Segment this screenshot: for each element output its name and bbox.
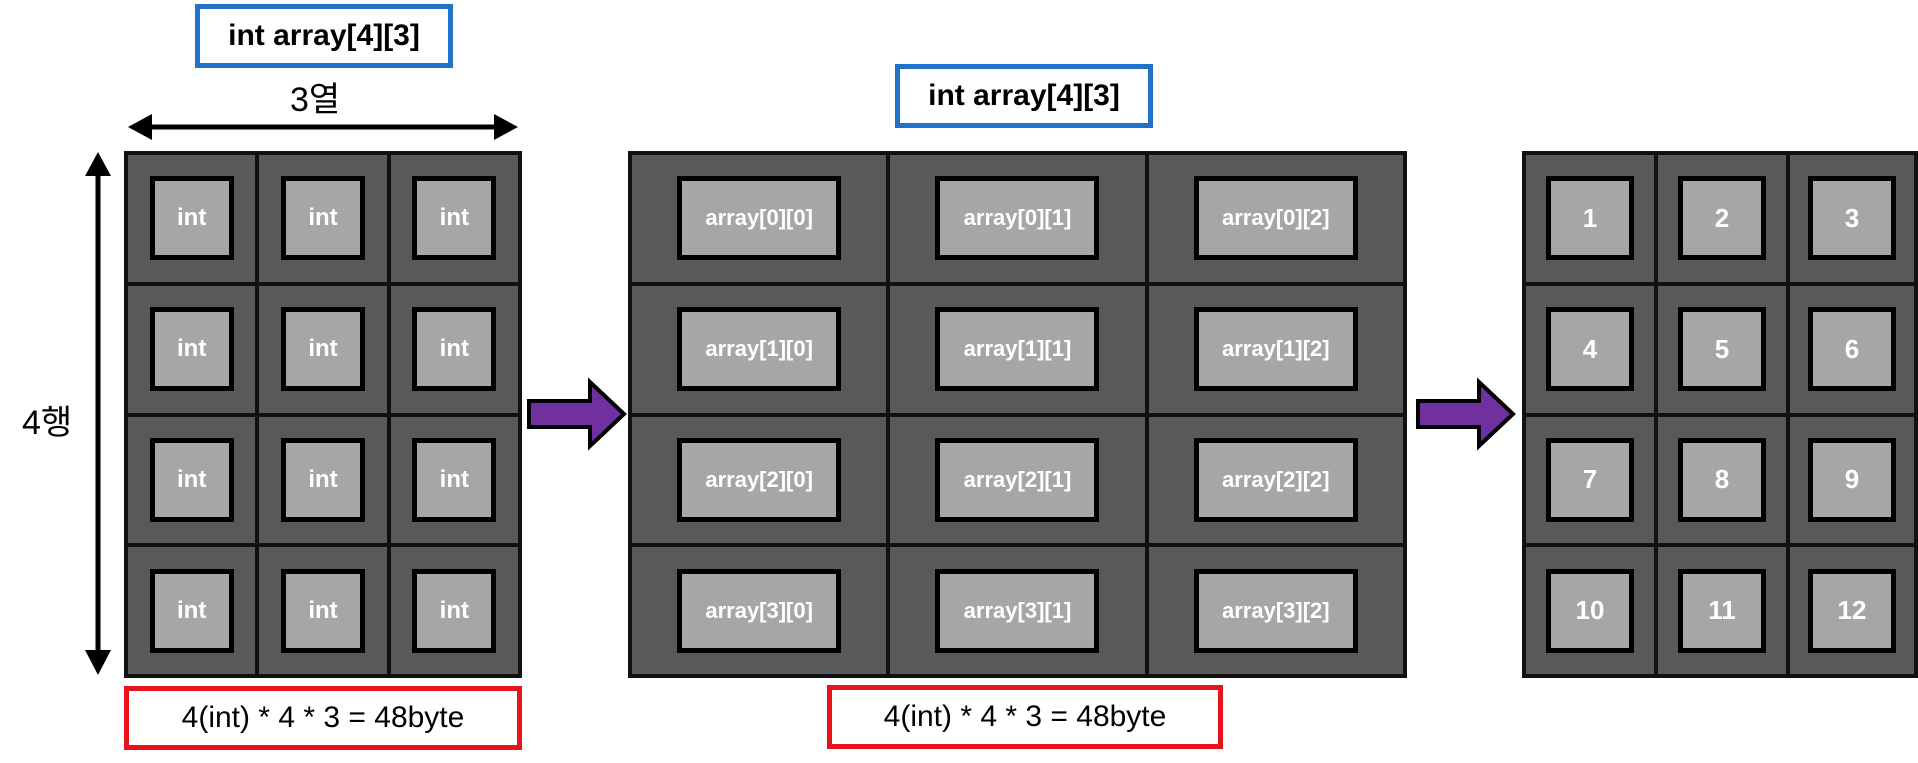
- grid-cell: 10: [1526, 547, 1654, 674]
- grid-cell: 1: [1526, 155, 1654, 282]
- cols-arrow: [128, 114, 518, 140]
- grid-cell: array[1][1]: [890, 285, 1145, 413]
- grid-cell: int: [390, 155, 518, 282]
- arrow-right-icon: [527, 377, 627, 451]
- grid-cell: int: [128, 547, 256, 674]
- cell-value: 8: [1678, 437, 1766, 522]
- cell-value: int: [149, 307, 234, 392]
- cell-value: 1: [1546, 176, 1634, 261]
- cell-value: 12: [1808, 568, 1896, 653]
- grid-cell: 2: [1658, 155, 1786, 282]
- grid-cell: 12: [1790, 547, 1914, 674]
- grid-cell: int: [390, 285, 518, 413]
- grid-cell: array[2][1]: [890, 416, 1145, 544]
- grid-cell: 5: [1658, 285, 1786, 413]
- cell-value: array[3][1]: [935, 568, 1100, 653]
- middle-grid: array[0][0] array[0][1] array[0][2] arra…: [628, 151, 1407, 678]
- cell-value: array[2][1]: [935, 437, 1100, 522]
- grid-cell: 6: [1790, 285, 1914, 413]
- cell-value: int: [280, 437, 365, 522]
- grid-cell: 8: [1658, 416, 1786, 544]
- grid-cell: int: [259, 155, 387, 282]
- cell-value: 4: [1546, 307, 1634, 392]
- arrow-right-icon: [1416, 377, 1516, 451]
- cell-value: int: [412, 437, 497, 522]
- cell-value: array[1][0]: [677, 307, 842, 392]
- cell-value: int: [280, 568, 365, 653]
- middle-size-formula: 4(int) * 4 * 3 = 48byte: [883, 700, 1167, 733]
- grid-cell: int: [128, 155, 256, 282]
- cell-value: array[2][2]: [1193, 437, 1358, 522]
- cell-value: array[1][2]: [1193, 307, 1358, 392]
- cell-value: 6: [1808, 307, 1896, 392]
- cell-value: int: [149, 437, 234, 522]
- cell-value: array[1][1]: [935, 307, 1100, 392]
- grid-cell: array[0][1]: [890, 155, 1145, 282]
- grid-cell: int: [128, 285, 256, 413]
- left-title-box: int array[4][3]: [195, 4, 453, 68]
- grid-cell: array[2][0]: [632, 416, 887, 544]
- cell-value: 11: [1678, 568, 1766, 653]
- cell-value: int: [280, 176, 365, 261]
- cell-value: 2: [1678, 176, 1766, 261]
- grid-cell: array[2][2]: [1148, 416, 1403, 544]
- cell-value: int: [280, 307, 365, 392]
- grid-cell: array[3][0]: [632, 547, 887, 674]
- middle-title: int array[4][3]: [928, 79, 1120, 112]
- cell-value: 9: [1808, 437, 1896, 522]
- cell-value: array[0][2]: [1193, 176, 1358, 261]
- left-size-formula: 4(int) * 4 * 3 = 48byte: [181, 701, 465, 734]
- grid-cell: array[0][2]: [1148, 155, 1403, 282]
- grid-cell: array[3][1]: [890, 547, 1145, 674]
- cell-value: int: [149, 176, 234, 261]
- grid-cell: array[0][0]: [632, 155, 887, 282]
- grid-cell: array[1][0]: [632, 285, 887, 413]
- grid-cell: int: [390, 547, 518, 674]
- cell-value: int: [412, 568, 497, 653]
- cell-value: array[0][0]: [677, 176, 842, 261]
- grid-cell: int: [259, 285, 387, 413]
- grid-cell: array[1][2]: [1148, 285, 1403, 413]
- rows-arrow: [85, 152, 111, 675]
- grid-cell: 11: [1658, 547, 1786, 674]
- grid-cell: 3: [1790, 155, 1914, 282]
- grid-cell: int: [259, 547, 387, 674]
- cols-label: 3열: [290, 81, 341, 119]
- cell-value: array[3][2]: [1193, 568, 1358, 653]
- middle-size-formula-box: 4(int) * 4 * 3 = 48byte: [827, 685, 1223, 749]
- middle-title-box: int array[4][3]: [895, 64, 1153, 128]
- cell-value: array[0][1]: [935, 176, 1100, 261]
- grid-cell: int: [128, 416, 256, 544]
- cell-value: 3: [1808, 176, 1896, 261]
- grid-cell: 4: [1526, 285, 1654, 413]
- grid-cell: array[3][2]: [1148, 547, 1403, 674]
- grid-cell: int: [259, 416, 387, 544]
- cell-value: int: [412, 307, 497, 392]
- left-grid: int int int int int int int int int int …: [124, 151, 522, 678]
- grid-cell: 9: [1790, 416, 1914, 544]
- grid-cell: 7: [1526, 416, 1654, 544]
- cell-value: array[3][0]: [677, 568, 842, 653]
- cell-value: 7: [1546, 437, 1634, 522]
- cell-value: int: [149, 568, 234, 653]
- left-title: int array[4][3]: [228, 19, 420, 52]
- cell-value: array[2][0]: [677, 437, 842, 522]
- cell-value: int: [412, 176, 497, 261]
- grid-cell: int: [390, 416, 518, 544]
- right-grid: 1 2 3 4 5 6 7 8 9 10 11 12: [1522, 151, 1918, 678]
- cell-value: 10: [1546, 568, 1634, 653]
- left-size-formula-box: 4(int) * 4 * 3 = 48byte: [124, 686, 522, 750]
- cell-value: 5: [1678, 307, 1766, 392]
- rows-label: 4행: [22, 404, 73, 442]
